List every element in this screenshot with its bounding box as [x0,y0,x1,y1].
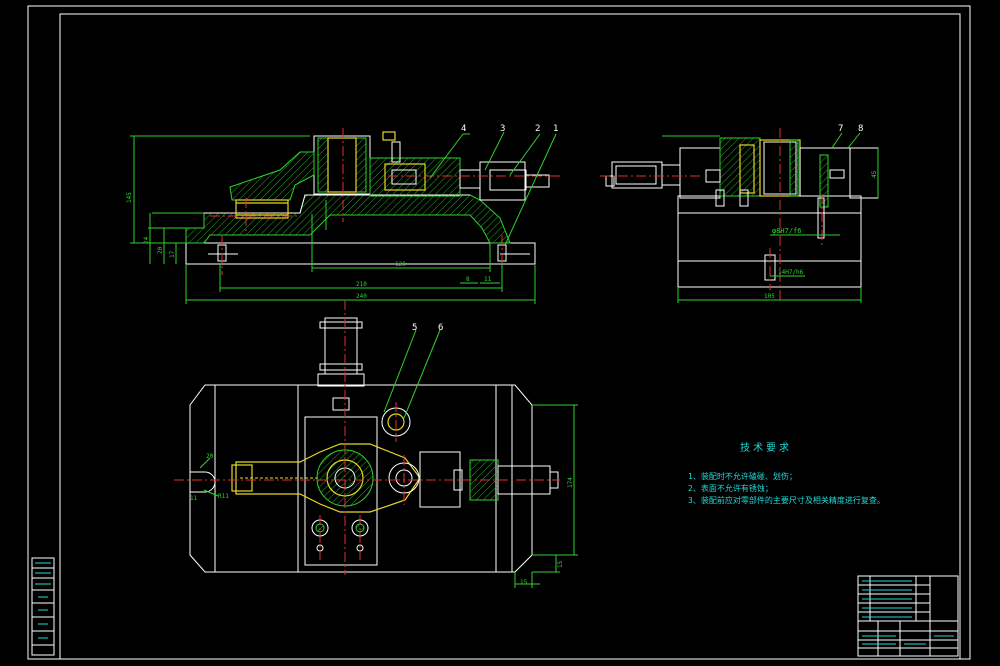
dim-plan-bottom-1: 15 [557,560,564,568]
front-section-view [185,128,560,275]
outer-border [27,5,971,660]
dim-side-right: 45 [871,170,878,178]
dim-front-left-1: 24 [143,236,150,244]
plan-view [174,300,560,575]
dim-front-bottom-2: 210 [356,281,367,288]
dim-side-slot: 14H7/h6 [778,269,804,276]
balloon-1: 1 [553,124,558,134]
balloon-2: 2 [535,124,540,134]
plan-view-dimensions [199,329,578,588]
front-view-leaders [429,131,557,246]
dim-plan-left-1: 20 [206,453,214,460]
dim-plan-left-2: 11 [190,495,198,502]
dim-plan-right: 174 [567,477,574,488]
tech-requirement-3: 3、装配前应对零部件的主要尺寸及相关精度进行复查。 [688,495,885,505]
balloon-3: 3 [500,124,505,134]
dim-plan-left-3: R11 [218,493,229,500]
balloon-6: 6 [438,323,443,333]
margin-label-strip [31,557,55,656]
title-block [857,575,959,657]
dim-side-width: 105 [764,293,775,300]
dim-front-small-2: 11 [484,276,492,283]
tech-requirement-2: 2、表面不允许有锈蚀； [688,483,773,493]
dim-front-left-2: 20 [157,246,164,254]
side-view [600,128,879,300]
balloon-7: 7 [838,124,843,134]
dim-plan-bottom-2: 15 [520,579,528,586]
front-view-dimensions [130,135,536,304]
side-view-dimensions [662,132,879,303]
dim-front-bottom-3: 240 [356,293,367,300]
balloon-8: 8 [858,124,863,134]
inner-border [59,13,961,660]
tech-requirement-1: 1、装配时不允许磕碰、划伤； [688,471,797,481]
balloon-4: 4 [461,124,466,134]
dim-front-bottom-1: 120 [395,261,406,268]
tech-requirements-title: 技术要求 [740,441,792,454]
dim-side-fit: φ8H7/f6 [772,227,802,235]
dim-front-small-1: 8 [466,276,470,283]
dim-front-height: 145 [126,192,133,203]
dim-front-left-3: 17 [169,250,176,258]
balloon-5: 5 [412,323,417,333]
